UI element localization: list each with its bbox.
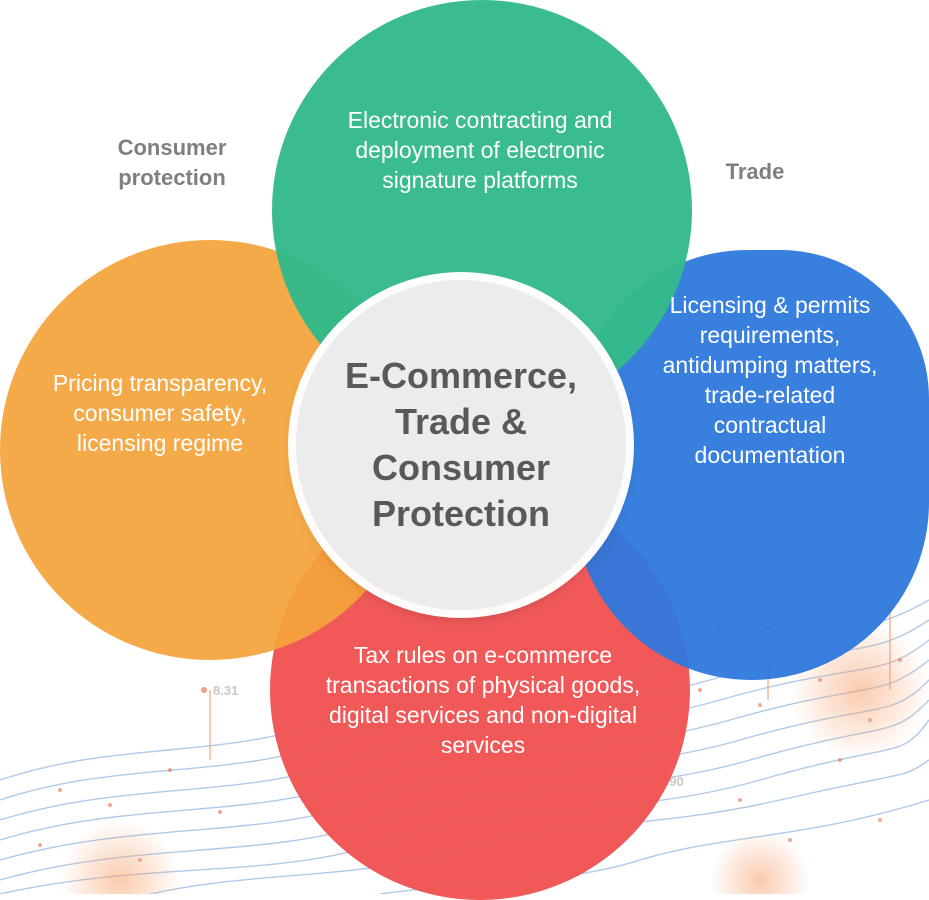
- center-hub-circle: E-Commerce, Trade & Consumer Protection: [296, 280, 626, 610]
- pricing-transparency-text: Pricing transparency, consumer safety, l…: [52, 370, 268, 456]
- tax-rules-text: Tax rules on e-commerce transactions of …: [325, 642, 641, 758]
- electronic-contracting-text: Electronic contracting and deployment of…: [347, 107, 613, 193]
- licensing-permits-text: Licensing & permits requirements, antidu…: [662, 292, 878, 468]
- consumer-protection-label: Consumer protection: [117, 135, 227, 190]
- center-title: E-Commerce, Trade & Consumer Protection: [344, 355, 578, 534]
- bg-number-1: 8.31: [213, 683, 238, 698]
- trade-label: Trade: [725, 159, 785, 184]
